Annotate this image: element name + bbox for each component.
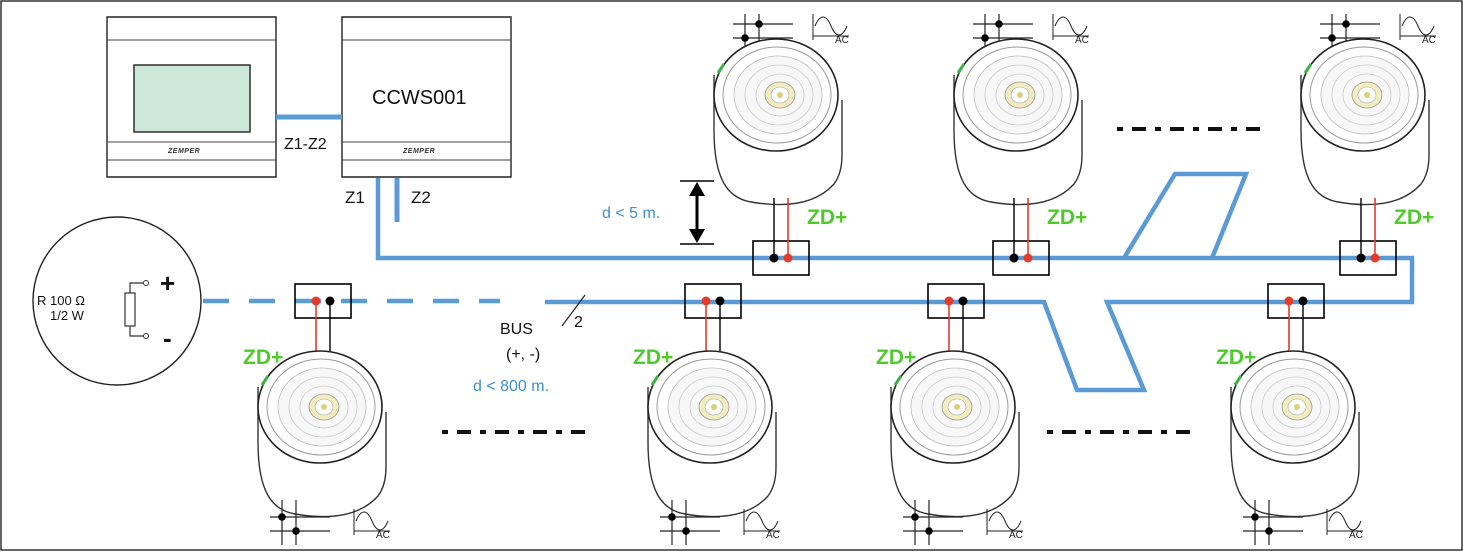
luminaire-unit-bottom-3: AC ZD+ (876, 283, 1024, 545)
zd-plus-label: ZD+ (876, 346, 916, 369)
zd-plus-label: ZD+ (807, 206, 847, 229)
bus-length-label: d < 800 m. (473, 378, 549, 395)
spur-length-label: d < 5 m. (602, 205, 660, 222)
controller-model: CCWS001 (372, 87, 466, 109)
terminator-resistor-label: R 100 Ω (37, 293, 85, 308)
ac-supply-label: AC (766, 530, 780, 541)
luminaire-unit-top-3: AC ZD+ (1299, 13, 1437, 276)
ac-supply-label: AC (1009, 530, 1023, 541)
luminaire-icon (1229, 349, 1361, 519)
controller-brand: ZEMPER (402, 148, 435, 155)
display-brand: ZEMPER (167, 148, 200, 155)
zd-plus-label: ZD+ (633, 346, 673, 369)
display-screen (133, 64, 251, 133)
luminaire-unit-top-2: AC ZD+ (952, 13, 1090, 276)
zd-plus-label: ZD+ (1216, 346, 1256, 369)
bus-polarity-label: (+, -) (506, 346, 540, 363)
terminator-power-label: 1/2 W (50, 308, 85, 323)
terminator-minus-label: - (163, 323, 172, 353)
z2-label: Z2 (411, 188, 431, 207)
luminaire-unit-bottom-2: AC ZD+ (633, 283, 781, 545)
zone2-bus-cable (1122, 171, 1250, 260)
bus-terminator: R 100 Ω 1/2 W + - (32, 216, 202, 386)
luminaire-icon (256, 349, 388, 519)
ac-supply-label: AC (1349, 530, 1363, 541)
luminaire-unit-bottom-4: AC ZD+ (1216, 283, 1364, 545)
ac-supply-label: AC (376, 530, 390, 541)
ac-supply-label: AC (835, 35, 849, 46)
zd-plus-label: ZD+ (1394, 206, 1434, 229)
spur-distance-arrow (680, 180, 714, 245)
controller-ccws001: CCWS001 ZEMPER (341, 16, 512, 178)
bus-wire-count-slash (561, 294, 586, 327)
bus-label: BUS (500, 321, 533, 338)
zone1-bus-cable (375, 178, 1415, 393)
z1-z2-label: Z1-Z2 (284, 136, 327, 153)
luminaire-icon (712, 37, 844, 207)
touch-display-unit: ZEMPER (106, 16, 277, 178)
luminaire-icon (952, 37, 1084, 207)
bus-wire-count: 2 (574, 314, 583, 331)
luminaire-icon (646, 349, 778, 519)
luminaire-unit-top-1: AC ZD+ (712, 13, 850, 276)
terminator-plus-label: + (160, 268, 175, 298)
luminaire-icon (1299, 37, 1431, 207)
zd-plus-label: ZD+ (1047, 206, 1087, 229)
ac-supply-label: AC (1075, 35, 1089, 46)
z1-label: Z1 (345, 188, 365, 207)
zd-plus-label: ZD+ (243, 346, 283, 369)
luminaire-icon (889, 349, 1021, 519)
luminaire-unit-bottom-1: AC ZD+ (243, 283, 391, 545)
resistor-icon (124, 292, 136, 327)
ac-supply-label: AC (1422, 35, 1436, 46)
